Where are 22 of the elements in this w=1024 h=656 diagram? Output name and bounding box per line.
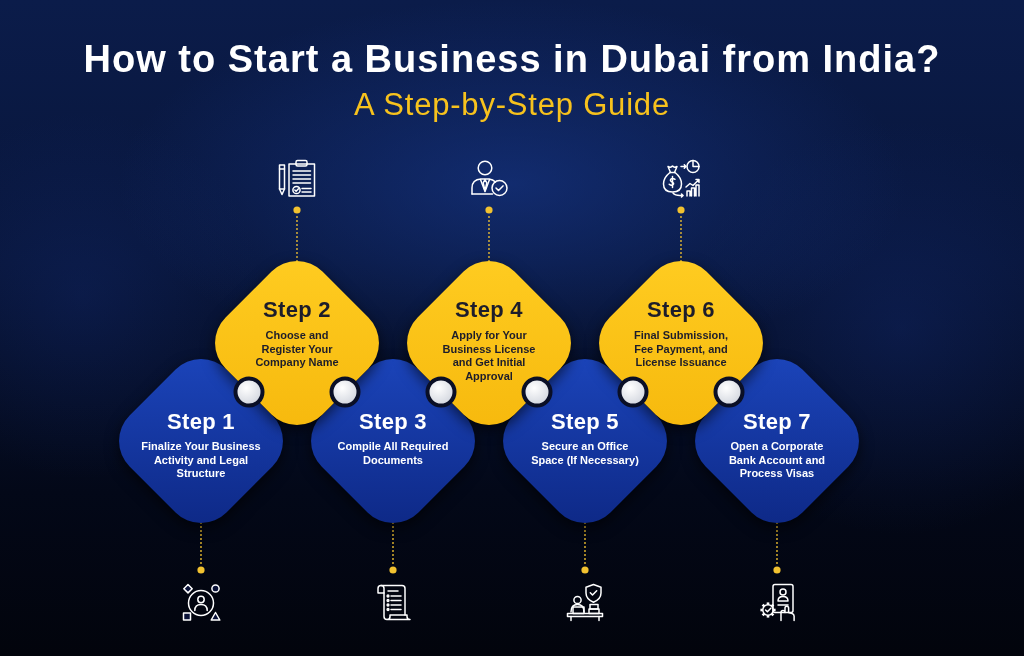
step-title: Step 2 xyxy=(263,298,331,322)
team-shapes-icon xyxy=(181,582,221,622)
money-bag-chart-icon xyxy=(661,158,701,198)
step-title: Step 7 xyxy=(743,410,811,434)
step-title: Step 3 xyxy=(359,410,427,434)
step-description: Compile All Required Documents xyxy=(336,440,450,467)
step-description: Apply for Your Business License and Get Initial Approval xyxy=(441,329,537,383)
step-description: Open a Corporate Bank Account and Process Visas xyxy=(727,440,827,481)
step-description: Final Submission, Fee Payment, and License Issuance xyxy=(632,329,730,370)
step-description: Choose and Register Your Company Name xyxy=(254,329,340,370)
clipboard-pencil-icon xyxy=(277,158,317,198)
step-title: Step 5 xyxy=(551,410,619,434)
step-title: Step 4 xyxy=(455,298,523,322)
user-check-icon xyxy=(469,158,509,198)
title: How to Start a Business in Dubai from India? xyxy=(83,37,941,81)
id-card-gear-icon xyxy=(757,582,797,622)
subtitle: A Step-by-Step Guide xyxy=(354,87,670,123)
desk-shield-icon xyxy=(565,582,605,622)
step-description: Finalize Your Business Activity and Legal Structure xyxy=(140,440,262,481)
step-description: Secure an Office Space (If Necessary) xyxy=(530,440,640,467)
step-title: Step 6 xyxy=(647,298,715,322)
step-title: Step 1 xyxy=(167,410,235,434)
